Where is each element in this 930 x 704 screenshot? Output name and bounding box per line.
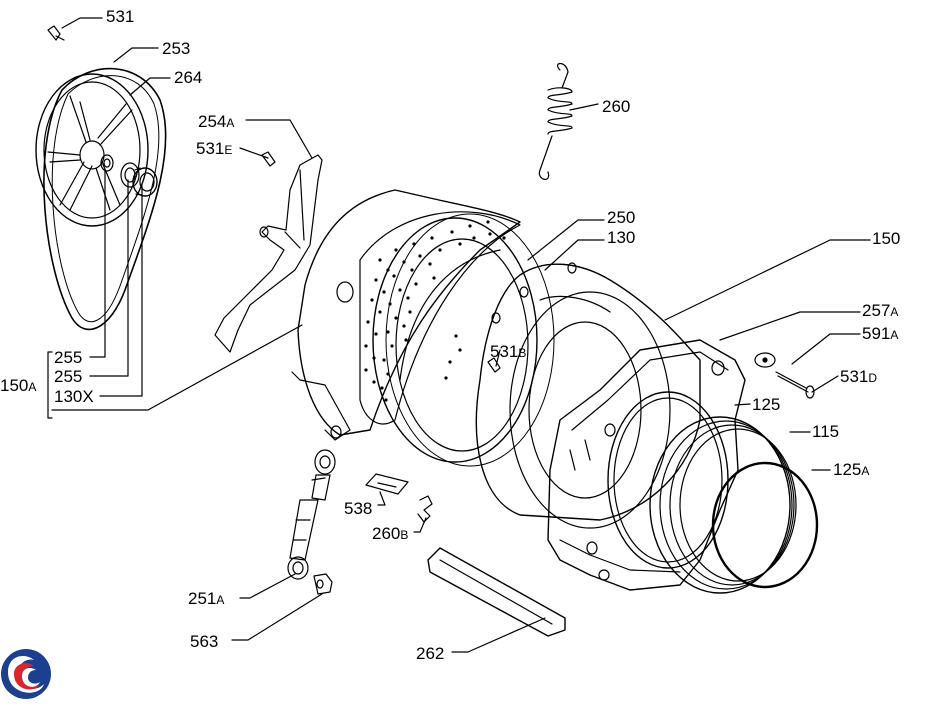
bolt-531b xyxy=(487,357,501,373)
label-531: 531 xyxy=(106,7,135,26)
bolt-531e xyxy=(261,151,276,167)
label-115: 115 xyxy=(812,422,840,441)
pulley-bearings xyxy=(100,154,158,197)
label-538: 538 xyxy=(344,499,373,518)
label-262: 262 xyxy=(416,644,445,663)
label-254a: 254A xyxy=(198,113,234,130)
label-257a-number: 257 xyxy=(862,301,891,320)
label-257a: 257A xyxy=(862,302,898,319)
label-150: 150 xyxy=(872,229,901,248)
label-130: 130 xyxy=(607,228,636,247)
tub-seal-130 xyxy=(385,213,555,467)
door-seal-115 xyxy=(649,416,797,594)
pin-563 xyxy=(313,573,333,595)
label-260b-suffix: B xyxy=(400,528,409,542)
label-591a-number: 591 xyxy=(862,324,891,343)
spring-260 xyxy=(538,62,573,180)
label-130x: 130X xyxy=(54,387,94,406)
clip-260b xyxy=(417,495,433,523)
label-531d-number: 531 xyxy=(840,367,869,386)
label-125a: 125A xyxy=(833,461,869,478)
label-125a-number: 125 xyxy=(833,460,862,479)
rear-tub xyxy=(291,189,521,441)
label-531e-suffix: E xyxy=(224,143,233,157)
leader-lines xyxy=(47,17,871,653)
label-255-second: 255 xyxy=(54,367,83,386)
bolt-531 xyxy=(47,25,65,41)
label-260b-number: 260 xyxy=(372,524,401,543)
washer-257a xyxy=(754,352,776,368)
clip-538 xyxy=(365,473,409,495)
label-125a-suffix: A xyxy=(861,464,870,478)
label-254a-number: 254 xyxy=(198,112,227,131)
label-150a: 150A xyxy=(0,377,36,394)
label-251a-suffix: A xyxy=(216,593,225,607)
label-260: 260 xyxy=(602,97,631,116)
front-tub xyxy=(475,262,701,529)
label-531b: 531B xyxy=(490,343,526,360)
label-531d: 531D xyxy=(840,368,877,385)
label-264: 264 xyxy=(174,68,203,87)
drum-perforations xyxy=(364,220,506,402)
front-counterweight xyxy=(547,339,746,591)
counterweight-262 xyxy=(427,547,566,637)
bolt-591a xyxy=(775,371,815,399)
label-260b: 260B xyxy=(372,525,408,542)
drum-250 xyxy=(359,211,538,463)
label-253: 253 xyxy=(162,39,191,58)
label-257a-suffix: A xyxy=(890,305,899,319)
clamp-ring-125a xyxy=(711,461,819,589)
label-251a-number: 251 xyxy=(188,589,217,608)
label-254a-suffix: A xyxy=(226,116,235,130)
label-150a-suffix: A xyxy=(28,380,37,394)
bracket-254a xyxy=(214,154,323,353)
label-591a: 591A xyxy=(862,325,898,342)
label-531e: 531E xyxy=(196,140,232,157)
label-531d-suffix: D xyxy=(868,371,878,385)
label-591a-suffix: A xyxy=(890,328,899,342)
label-250: 250 xyxy=(607,208,636,227)
label-531b-number: 531 xyxy=(490,342,519,361)
shock-absorber-251a xyxy=(287,449,336,580)
label-255-first: 255 xyxy=(54,348,83,367)
label-531e-number: 531 xyxy=(196,139,225,158)
label-563: 563 xyxy=(190,632,219,651)
brand-swirl-icon xyxy=(1,649,51,699)
label-125: 125 xyxy=(752,395,781,414)
pulley xyxy=(35,73,149,227)
label-150a-number: 150 xyxy=(0,376,29,395)
label-531b-suffix: B xyxy=(518,346,527,360)
label-251a: 251A xyxy=(188,590,224,607)
